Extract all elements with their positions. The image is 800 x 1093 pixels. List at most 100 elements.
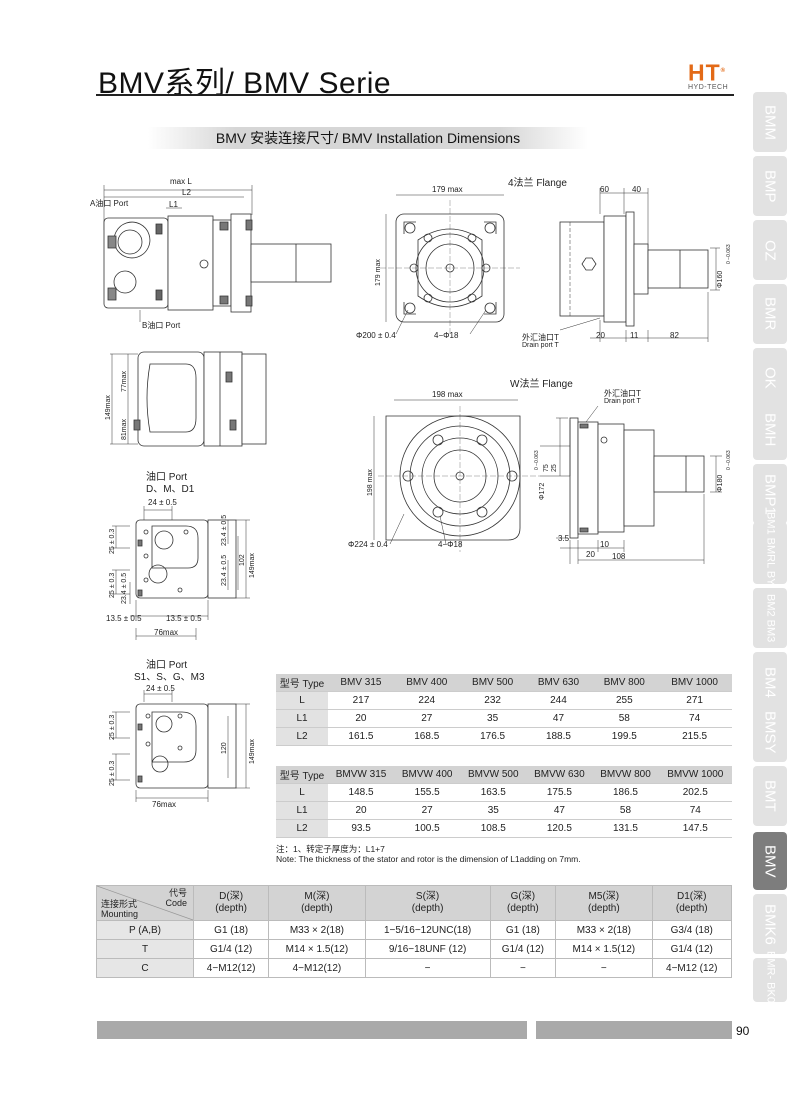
page-number: 90	[736, 1024, 750, 1038]
table-cell: 148.5	[328, 783, 395, 802]
dim-flange4-holes: 4−Φ18	[434, 331, 459, 340]
table-row: L 217 224 232 244 255 271	[276, 691, 732, 710]
table-cell: 9/16−18UNF (12)	[364, 939, 491, 959]
footer-bar-right	[536, 1021, 732, 1039]
section-header: BMV 安装连接尺寸/ BMV Installation Dimensions	[148, 127, 588, 149]
a-port-label: A油口 Port	[90, 199, 129, 208]
tab-bmt[interactable]: BMT	[753, 766, 787, 826]
table-cell: 型号 Type	[276, 674, 328, 692]
table-cell: M33 × 2(18)	[268, 920, 366, 940]
column-header: G(深)(depth)	[489, 885, 557, 921]
dim-wflange-pcd: Φ224 ± 0.4	[348, 540, 388, 549]
dim-top-149: 149max	[105, 395, 112, 420]
table-cell: 176.5	[459, 727, 526, 746]
table-cell: BMVW 500	[460, 766, 527, 784]
dim-wflange-shaft-tol: 0 −0.063	[726, 450, 732, 470]
table-cell: 147.5	[658, 819, 732, 838]
table-cell: G3/4 (18)	[651, 920, 732, 940]
table-cell: T	[96, 939, 194, 959]
table-row: P (A,B) G1 (18) M33 × 2(18) 1−5/16−12UNC…	[96, 920, 732, 940]
table-header-row: 代号 Code 连接形式 Mounting D(深)(depth) M(深)(d…	[96, 885, 732, 921]
tab-ok[interactable]: OK	[753, 348, 787, 408]
table-cell: BMVW 800	[592, 766, 659, 784]
dim-flange4-shaft-tol: 0 −0.063	[726, 244, 732, 264]
tab-bmh[interactable]: BMH	[753, 400, 787, 460]
note-line-en: Note: The thickness of the stator and ro…	[276, 854, 581, 864]
dim-ss-25a: 25 ± 0.3	[109, 715, 116, 740]
tab-bmr[interactable]: BMR	[753, 284, 787, 344]
registered-mark: ®	[720, 68, 727, 74]
dim-flange4-20: 20	[596, 331, 605, 340]
tab-bmk6[interactable]: BMK6	[753, 894, 787, 954]
dim-flange4-height: 179 max	[375, 259, 382, 286]
tab-bm2-bm3[interactable]: BM2 BM3	[753, 588, 787, 648]
table-cell: L2	[276, 819, 328, 838]
bmvw-dimension-table: 型号 Type BMVW 315 BMVW 400 BMVW 500 BMVW …	[276, 766, 732, 838]
table-cell: BMVW 400	[394, 766, 461, 784]
corner-mount-en: Mounting	[101, 909, 139, 919]
label-text: (depth)	[507, 903, 539, 914]
table-cell: 47	[526, 801, 593, 820]
table-cell: 168.5	[393, 727, 460, 746]
tab-label: BMT	[761, 780, 779, 812]
table-cell: 161.5	[328, 727, 394, 746]
dim-dm-24: 24 ± 0.5	[148, 498, 177, 507]
dim-wflange-pilot: Φ172	[539, 483, 546, 500]
table-row: L2 161.5 168.5 176.5 188.5 199.5 215.5	[276, 727, 732, 746]
dim-wflange-108: 108	[612, 552, 626, 561]
tab-bmm[interactable]: BMM	[753, 92, 787, 152]
label-text: D(深)	[219, 891, 244, 902]
dim-flange4-60: 60	[600, 185, 609, 194]
column-header: S(深)(depth)	[364, 885, 491, 921]
dim-dm-234a: 23.4 ± 0.5	[121, 573, 128, 604]
note-line-cn: 注：1、转定子厚度为：L1+7	[276, 844, 385, 854]
bmv-dimension-table: 型号 Type BMV 315 BMV 400 BMV 500 BMV 630 …	[276, 674, 732, 746]
dim-wflange-25: 25	[551, 464, 558, 472]
tab-label: BMSY	[761, 710, 779, 754]
port-dm-drawing	[112, 506, 250, 640]
dim-max-l: max L	[170, 177, 192, 186]
tab-bmr-bk01[interactable]: BMR- BK01	[753, 951, 787, 1009]
dim-ss-25b: 25 ± 0.3	[109, 761, 116, 786]
mounting-code-table: 代号 Code 连接形式 Mounting D(深)(depth) M(深)(d…	[96, 885, 732, 978]
dim-wflange-holes: 4−Φ18	[438, 540, 463, 549]
table-cell: 163.5	[460, 783, 527, 802]
column-header: D1(深)(depth)	[651, 885, 732, 921]
wflange-front-view	[373, 399, 540, 552]
dim-wflange-width: 198 max	[432, 390, 463, 399]
tab-bmp[interactable]: BMP	[753, 156, 787, 216]
table-cell: L1	[276, 709, 328, 728]
wflange-drain-cn: 外汇油口T	[604, 389, 641, 398]
table-cell: 131.5	[592, 819, 659, 838]
table-cell: G1/4 (12)	[651, 939, 732, 959]
tab-bmsy[interactable]: BMSY	[753, 702, 787, 762]
port-dm-title-en: D、M、D1	[146, 484, 195, 495]
table-cell: BMVW 630	[526, 766, 593, 784]
dim-dm-234c: 23.4 ± 0.5	[221, 555, 228, 586]
table-cell: 58	[591, 709, 658, 728]
table-cell: 199.5	[591, 727, 658, 746]
port-ss-title-en: S1、S、G、M3	[134, 672, 205, 683]
table-cell: 74	[657, 709, 732, 728]
dim-dm-135a: 13.5 ± 0.5	[106, 614, 142, 623]
flange4-drain-en: Drain port T	[522, 342, 559, 349]
dim-wflange-35: 3.5	[558, 534, 570, 543]
tab-bm1-bmrl-bym[interactable]: BM1 BMRL BYM	[753, 512, 787, 594]
table-cell: 244	[525, 691, 592, 710]
table-row: T G1/4 (12) M14 × 1.5(12) 9/16−18UNF (12…	[96, 939, 732, 959]
tab-bmp1[interactable]: BMP1	[753, 464, 787, 524]
tab-oz[interactable]: OZ	[753, 220, 787, 280]
table-cell: BMV 400	[393, 674, 460, 692]
corner-header-cell: 代号 Code 连接形式 Mounting	[96, 885, 194, 921]
table-cell: 186.5	[592, 783, 659, 802]
brand-logo: HT® HYD-TECH	[688, 60, 734, 91]
table-cell: 35	[459, 709, 526, 728]
tab-bmv[interactable]: BMV	[753, 832, 787, 890]
table-cell: 4−M12(12)	[268, 958, 366, 978]
table-cell: −	[364, 958, 491, 978]
corner-code-en: Code	[165, 898, 187, 908]
dim-flange4-40: 40	[632, 185, 641, 194]
footer-bar-left	[97, 1021, 527, 1039]
table-cell: BMV 500	[459, 674, 526, 692]
